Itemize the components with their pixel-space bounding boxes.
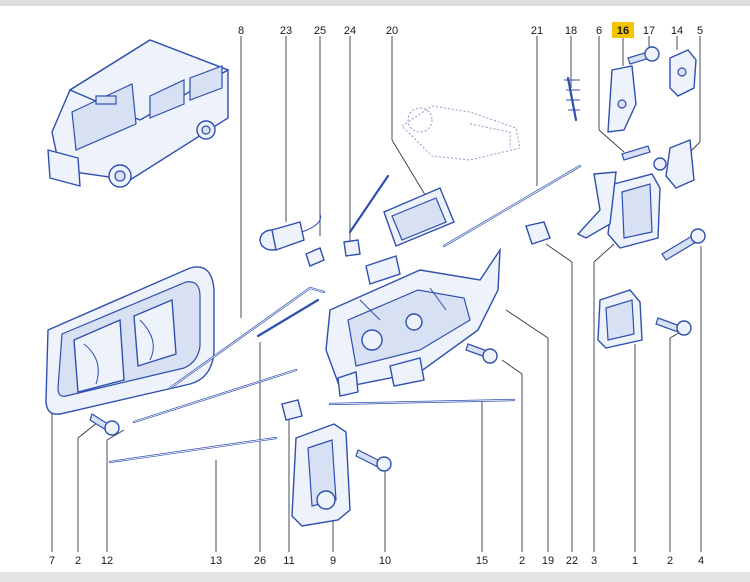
callout-2: 2 — [75, 555, 81, 567]
callout-15: 15 — [476, 555, 488, 567]
callout-19: 19 — [542, 555, 554, 567]
callout-24: 24 — [344, 25, 356, 37]
van-illustration — [47, 39, 230, 188]
callout-22: 22 — [566, 555, 578, 567]
top-border — [0, 0, 750, 6]
callout-11: 11 — [283, 555, 294, 567]
callout-16-highlighted: 16 — [617, 25, 629, 37]
callout-1: 1 — [632, 555, 638, 567]
callout-10: 10 — [379, 555, 391, 567]
leader-lines — [51, 36, 702, 552]
callout-7: 7 — [49, 555, 55, 567]
callout-14: 14 — [671, 25, 683, 37]
callout-4: 4 — [698, 555, 704, 567]
hinge-parts — [607, 49, 697, 189]
lock-actuator — [365, 187, 455, 285]
outer-handle — [281, 399, 351, 527]
callout-26: 26 — [254, 555, 266, 567]
callout-2b: 2 — [519, 555, 525, 567]
callout-9: 9 — [330, 555, 336, 567]
lock-mechanism — [325, 247, 501, 397]
callout-20: 20 — [386, 25, 398, 37]
highlight-marker — [612, 22, 634, 38]
mounting-bracket — [597, 289, 643, 349]
callout-21: 21 — [531, 25, 543, 37]
callout-25: 25 — [314, 25, 326, 37]
callout-13: 13 — [210, 555, 222, 567]
screws — [89, 46, 706, 472]
lock-cylinder — [259, 213, 361, 267]
door-lock-body — [525, 171, 661, 249]
callout-8: 8 — [238, 25, 244, 37]
callout-18: 18 — [565, 25, 577, 37]
link-rods — [108, 76, 582, 464]
inner-handle-bezel — [45, 266, 215, 415]
callout-17: 17 — [643, 25, 655, 37]
callout-12: 12 — [101, 555, 113, 567]
callout-3: 3 — [591, 555, 597, 567]
lock-outline-sketch — [401, 105, 521, 161]
callout-2c: 2 — [667, 555, 673, 567]
callout-23: 23 — [280, 25, 292, 37]
callout-5: 5 — [697, 25, 703, 37]
callout-6: 6 — [596, 25, 602, 37]
bottom-border — [0, 572, 750, 582]
callout-labels-top: 8 23 25 24 20 21 18 6 16 17 14 5 — [238, 22, 703, 38]
callout-labels-bottom: 7 2 12 13 26 11 9 10 15 2 19 22 3 1 2 4 — [49, 555, 704, 567]
